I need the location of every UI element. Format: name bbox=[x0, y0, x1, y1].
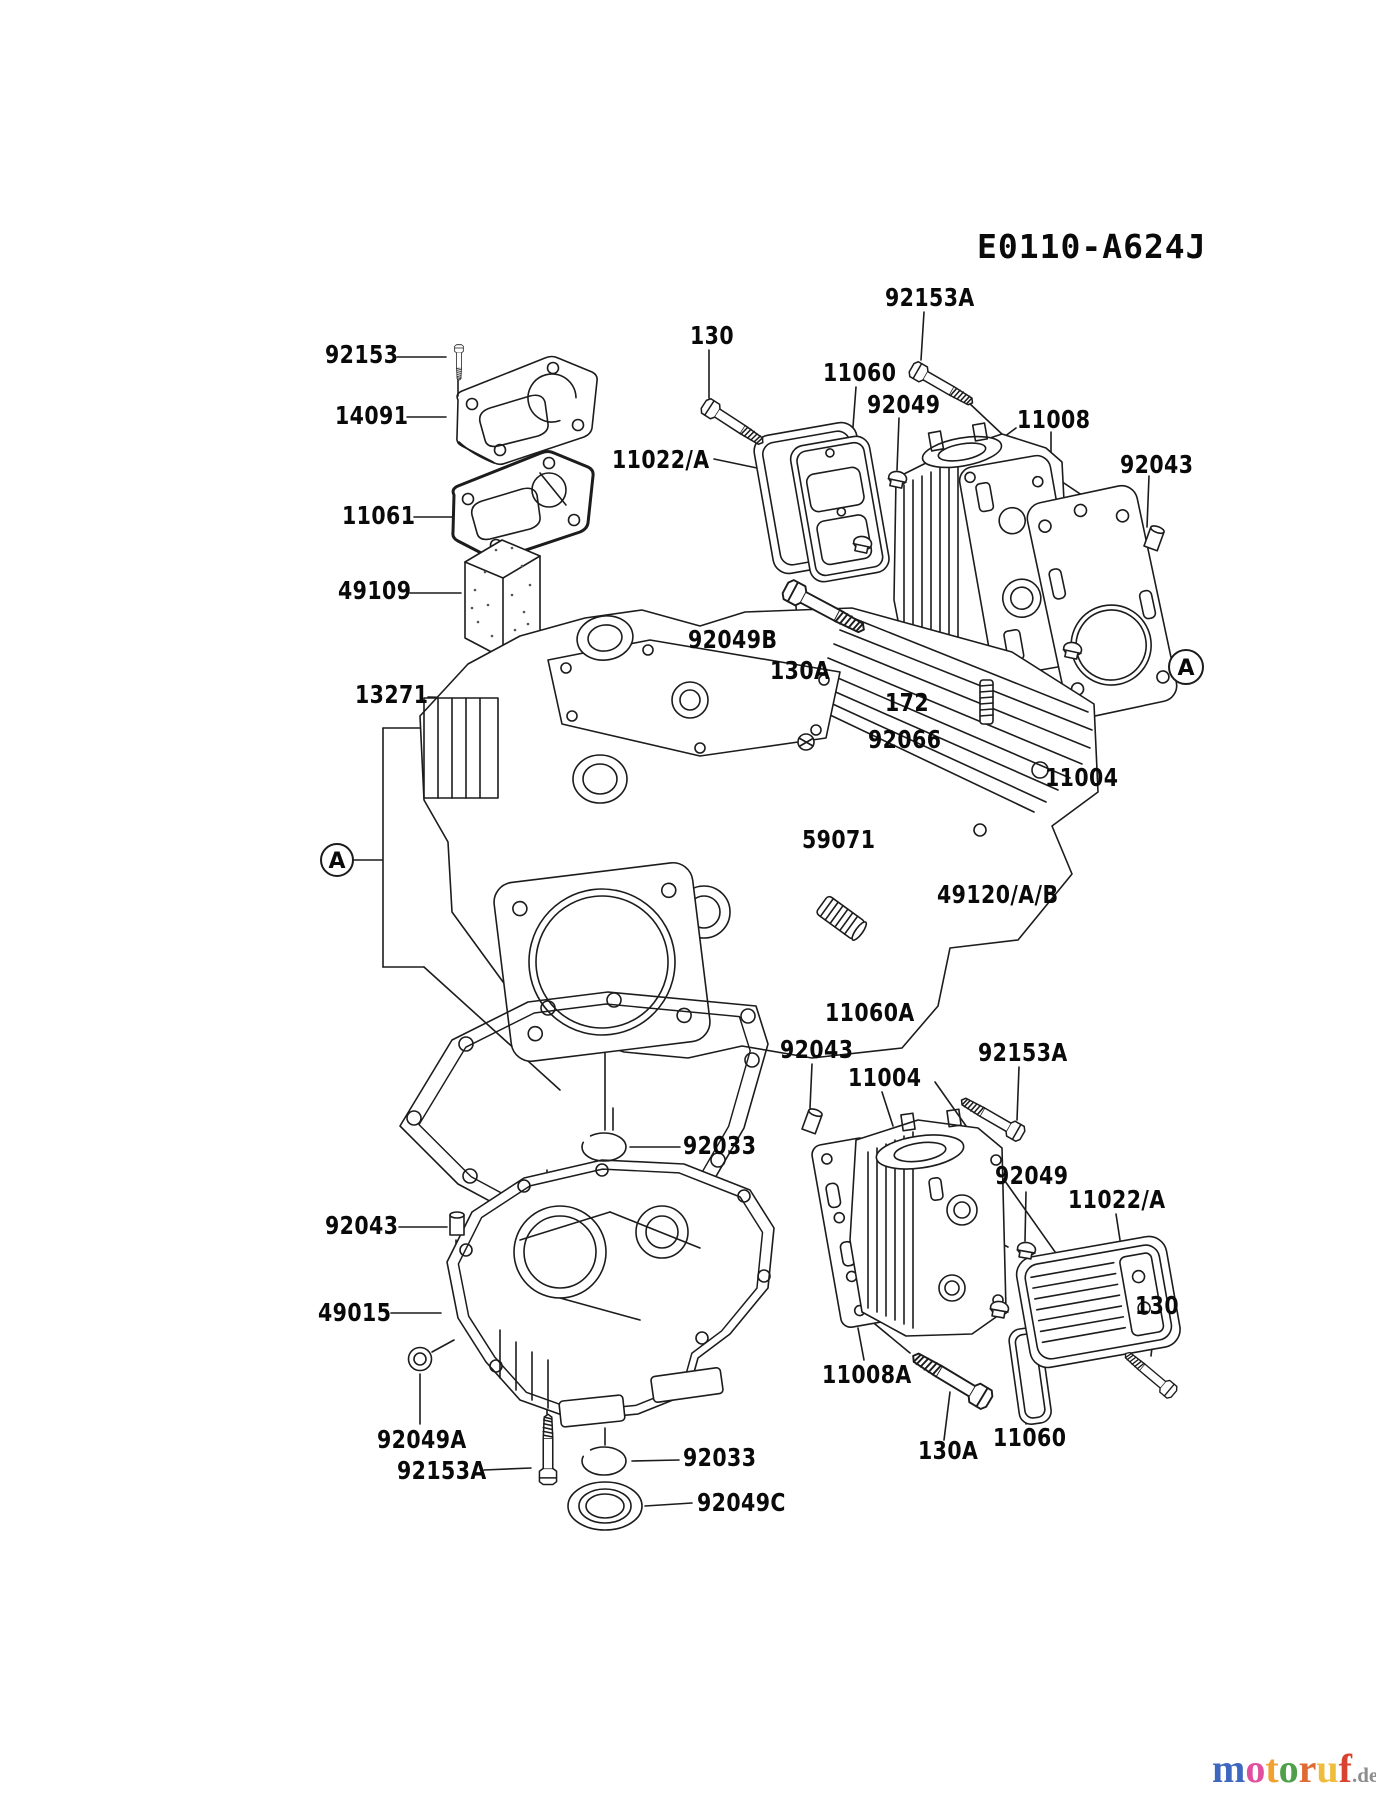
brand-letter: m bbox=[1212, 1746, 1246, 1791]
part-label: 130A bbox=[918, 1436, 979, 1465]
part-label: 92049 bbox=[867, 390, 941, 419]
part-label: 92153A bbox=[885, 283, 975, 312]
part-label: 11004 bbox=[1045, 763, 1119, 792]
part-label: 92153A bbox=[978, 1038, 1068, 1067]
callout-letter-left: A bbox=[328, 849, 345, 874]
part-label: 11022/A bbox=[1068, 1185, 1166, 1214]
part-label: 92049A bbox=[377, 1425, 467, 1454]
part-label: 59071 bbox=[802, 825, 876, 854]
part-label: 92033 bbox=[683, 1443, 757, 1472]
diagram-code: E0110-A624J bbox=[977, 227, 1207, 266]
part-label: 11060 bbox=[993, 1423, 1067, 1452]
part-label: 92043 bbox=[325, 1211, 399, 1240]
part-label: 92033 bbox=[683, 1131, 757, 1160]
part-label: 130A bbox=[770, 656, 831, 685]
part-label: 11061 bbox=[342, 501, 416, 530]
brand-letter: o bbox=[1245, 1746, 1266, 1791]
brand-suffix: .de bbox=[1352, 1763, 1376, 1787]
brand-word: motoruf bbox=[1212, 1746, 1352, 1791]
callout-circle-a-right bbox=[1168, 649, 1204, 685]
air-filter-cover-lower-drawing bbox=[1015, 1235, 1181, 1369]
brand-letter: o bbox=[1278, 1746, 1299, 1791]
part-label: 130 bbox=[690, 321, 735, 350]
part-label: 11008 bbox=[1017, 405, 1091, 434]
part-label: 92043 bbox=[1120, 450, 1194, 479]
part-label: 11060A bbox=[825, 998, 915, 1027]
part-label: 11022/A bbox=[612, 445, 710, 474]
part-label: 13271 bbox=[355, 680, 429, 709]
part-label: 92153A bbox=[397, 1456, 487, 1485]
air-filter-cover-upper-drawing bbox=[753, 421, 890, 583]
part-label: 11060 bbox=[823, 358, 897, 387]
part-label: 14091 bbox=[335, 401, 409, 430]
valve-plate-drawings bbox=[451, 355, 598, 561]
part-label: 172 bbox=[885, 688, 930, 717]
part-label: 92049B bbox=[688, 625, 778, 654]
small-part-drawings bbox=[407, 469, 1166, 1531]
part-label: 49120/A/B bbox=[937, 880, 1059, 909]
oil-pan-drawing bbox=[446, 1159, 775, 1428]
callout-letter-right: A bbox=[1177, 656, 1194, 681]
cylinder-head-lower-drawing bbox=[849, 1108, 1007, 1337]
brand-logo[interactable]: motoruf.de bbox=[1212, 1749, 1376, 1789]
callout-circle-a-left bbox=[320, 843, 354, 877]
brand-letter: f bbox=[1338, 1746, 1352, 1791]
brand-letter: r bbox=[1298, 1746, 1317, 1791]
part-label: 92049 bbox=[995, 1161, 1069, 1190]
part-label: 130 bbox=[1135, 1291, 1180, 1320]
part-label: 11008A bbox=[822, 1360, 912, 1389]
part-label: 11004 bbox=[848, 1063, 922, 1092]
crankcase-cylinder-drawing bbox=[419, 607, 1099, 1063]
part-label: 92043 bbox=[780, 1035, 854, 1064]
brand-letter: t bbox=[1265, 1746, 1279, 1791]
part-label: 92066 bbox=[868, 725, 942, 754]
brand-letter: u bbox=[1316, 1746, 1339, 1791]
part-label: 92153 bbox=[325, 340, 399, 369]
part-label: 92049C bbox=[697, 1488, 786, 1517]
part-label: 49015 bbox=[318, 1298, 392, 1327]
part-label: 49109 bbox=[338, 576, 412, 605]
